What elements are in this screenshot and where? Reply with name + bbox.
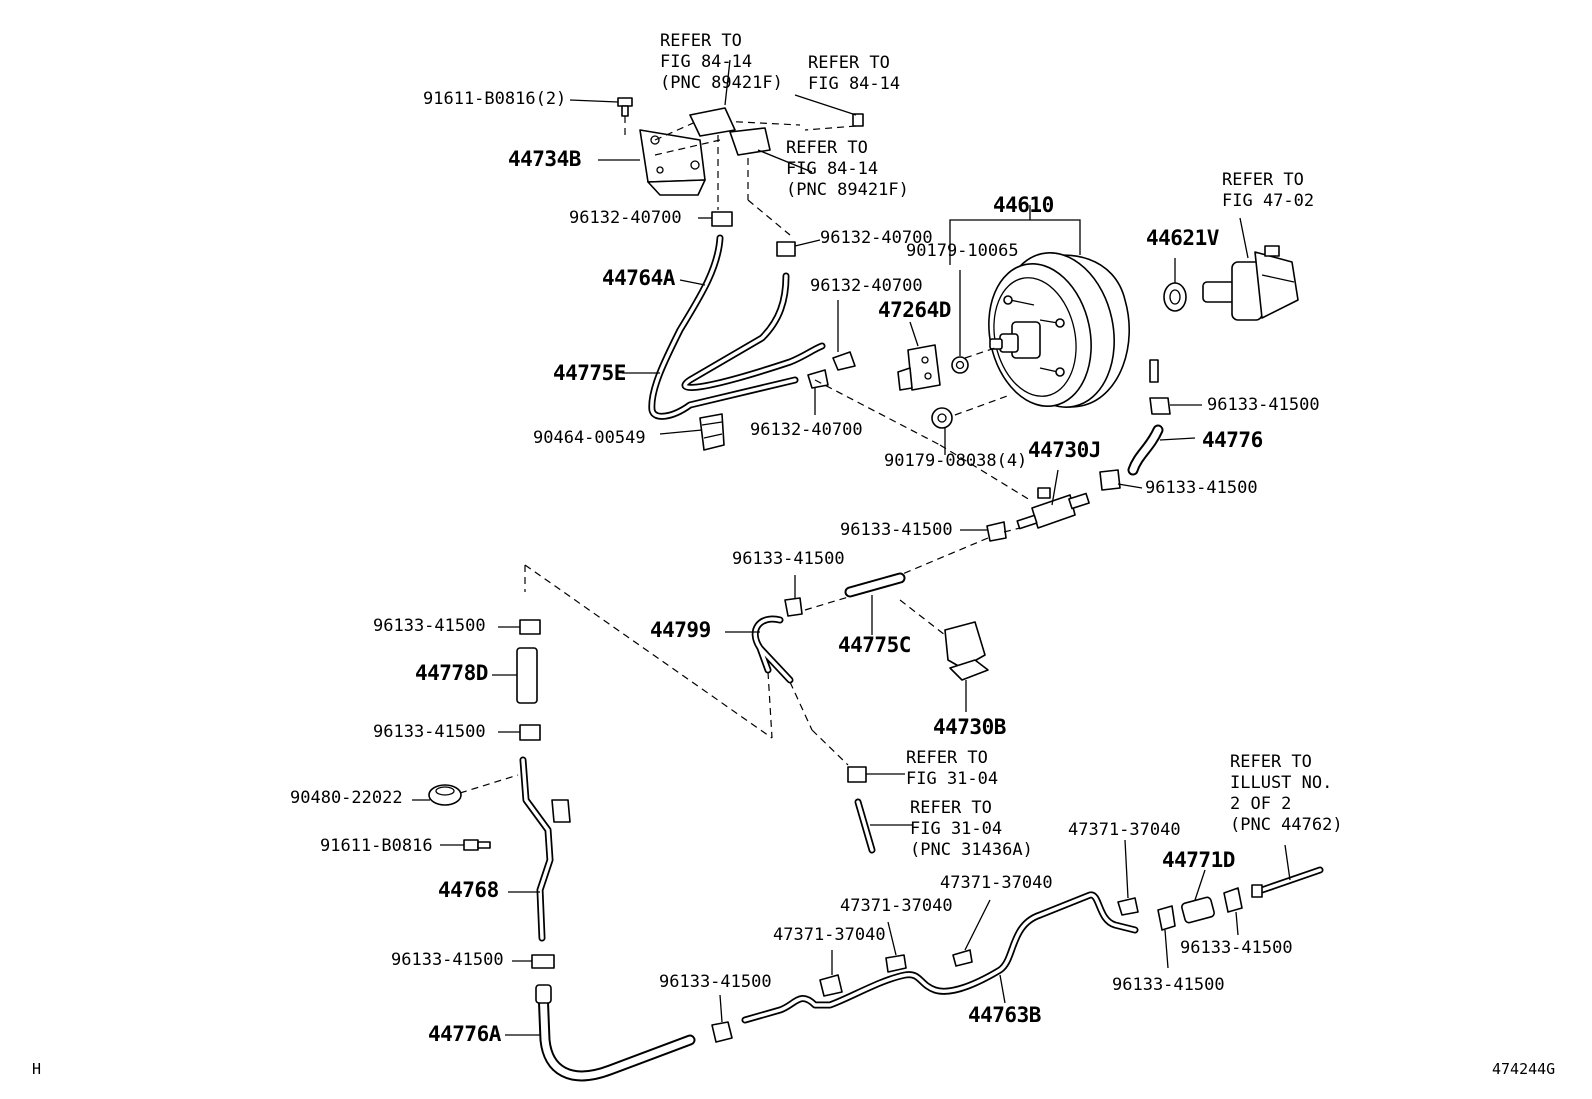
part-number-90464-00549: 90464-00549: [533, 428, 646, 448]
refer-line: (PNC 89421F): [786, 180, 909, 200]
refer-line: ILLUST NO.: [1230, 773, 1333, 793]
part-number-47371-37040-b: 47371-37040: [940, 873, 1053, 893]
part-number-96133-41500-b2: 96133-41500: [659, 972, 772, 992]
part-number-90179-10065: 90179-10065: [906, 241, 1019, 261]
clip-44730b-illustration: [944, 621, 989, 681]
refer-note-fig-31-04-b: REFER TO FIG 31-04 (PNC 31436A): [910, 798, 1033, 861]
refer-line: FIG 31-04: [910, 819, 1003, 839]
part-label-44775e: 44775E: [553, 361, 626, 385]
refer-line: FIG 31-04: [906, 769, 999, 789]
master-cylinder-illustration: [1202, 245, 1299, 321]
refer-line: REFER TO: [786, 138, 868, 158]
corner-mark: H: [32, 1060, 42, 1078]
part-number-96132-40700-b: 96132-40700: [820, 228, 933, 248]
refer-note-fig-84-14-b: REFER TO FIG 84-14: [808, 53, 900, 95]
refer-line: FIG 84-14: [660, 52, 753, 72]
part-number-96132-40700-a: 96132-40700: [569, 208, 682, 228]
refer-line: REFER TO: [1230, 752, 1312, 772]
refer-note-fig-84-14-a: REFER TO FIG 84-14 (PNC 89421F): [660, 31, 783, 94]
refer-line: FIG 84-14: [808, 74, 901, 94]
brake-booster-illustration: [988, 252, 1159, 408]
refer-note-fig-47-02: REFER TO FIG 47-02: [1222, 170, 1314, 212]
part-label-44730j: 44730J: [1028, 438, 1101, 462]
part-number-90480-22022: 90480-22022: [290, 788, 403, 808]
part-label-44610: 44610: [993, 193, 1054, 217]
part-label-44771d: 44771D: [1162, 848, 1235, 872]
part-number-96133-41500-l2: 96133-41500: [373, 722, 486, 742]
refer-line: FIG 84-14: [786, 159, 879, 179]
part-number-91611-b0816-2: 91611-B0816(2): [423, 89, 567, 109]
bracket-47264d-illustration: [897, 344, 941, 391]
refer-line: FIG 47-02: [1222, 191, 1315, 211]
refer-note-fig-31-04-a: REFER TO FIG 31-04: [906, 748, 998, 790]
part-number-47371-37040-a: 47371-37040: [1068, 820, 1181, 840]
seal-ring-illustration: [1163, 282, 1187, 312]
refer-line: (PNC 44762): [1230, 815, 1343, 835]
refer-line: (PNC 31436A): [910, 840, 1033, 860]
refer-note-fig-84-14-c: REFER TO FIG 84-14 (PNC 89421F): [786, 138, 909, 201]
part-label-44734b: 44734B: [508, 147, 581, 171]
bracket-44734b-illustration: [639, 129, 706, 196]
part-number-47371-37040-c: 47371-37040: [840, 896, 953, 916]
refer-line: REFER TO: [660, 31, 742, 51]
refer-line: REFER TO: [906, 748, 988, 768]
figure-code: 474244G: [1492, 1060, 1556, 1078]
part-label-44621v: 44621V: [1146, 226, 1219, 250]
check-valve-44730j-illustration: [1016, 487, 1090, 530]
part-number-96133-41500-r1: 96133-41500: [1207, 395, 1320, 415]
part-number-47371-37040-d: 47371-37040: [773, 925, 886, 945]
part-label-44776: 44776: [1202, 428, 1263, 452]
part-label-44799: 44799: [650, 618, 711, 642]
refer-line: REFER TO: [808, 53, 890, 73]
part-label-44778d: 44778D: [415, 661, 488, 685]
part-label-47264d: 47264D: [878, 298, 951, 322]
refer-note-illust-2-of-2: REFER TO ILLUST NO. 2 OF 2 (PNC 44762): [1230, 752, 1343, 836]
part-number-96133-41500-b1: 96133-41500: [1180, 938, 1293, 958]
part-number-96133-41500-j: 96133-41500: [840, 520, 953, 540]
refer-line: 2 OF 2: [1230, 794, 1292, 814]
part-number-96133-41500-r2: 96133-41500: [1145, 478, 1258, 498]
part-number-96133-41500-b3: 96133-41500: [1112, 975, 1225, 995]
clamp-96132-illustration: [711, 211, 856, 389]
part-label-44730b: 44730B: [933, 715, 1006, 739]
part-number-96133-41500-l1: 96133-41500: [373, 616, 486, 636]
refer-line: REFER TO: [1222, 170, 1304, 190]
part-label-44775c: 44775C: [838, 633, 911, 657]
part-number-90179-08038-4: 90179-08038(4): [884, 451, 1028, 471]
part-number-96132-40700-d: 96132-40700: [750, 420, 863, 440]
part-label-44776a: 44776A: [428, 1022, 501, 1046]
part-label-44768: 44768: [438, 878, 499, 902]
part-label-44764a: 44764A: [602, 266, 675, 290]
part-number-91611-b0816: 91611-B0816: [320, 836, 433, 856]
part-number-96133-41500-m: 96133-41500: [732, 549, 845, 569]
part-number-96132-40700-c: 96132-40700: [810, 276, 923, 296]
part-number-96133-41500-l3: 96133-41500: [391, 950, 504, 970]
part-label-44763b: 44763B: [968, 1003, 1041, 1027]
refer-line: REFER TO: [910, 798, 992, 818]
refer-line: (PNC 89421F): [660, 73, 783, 93]
